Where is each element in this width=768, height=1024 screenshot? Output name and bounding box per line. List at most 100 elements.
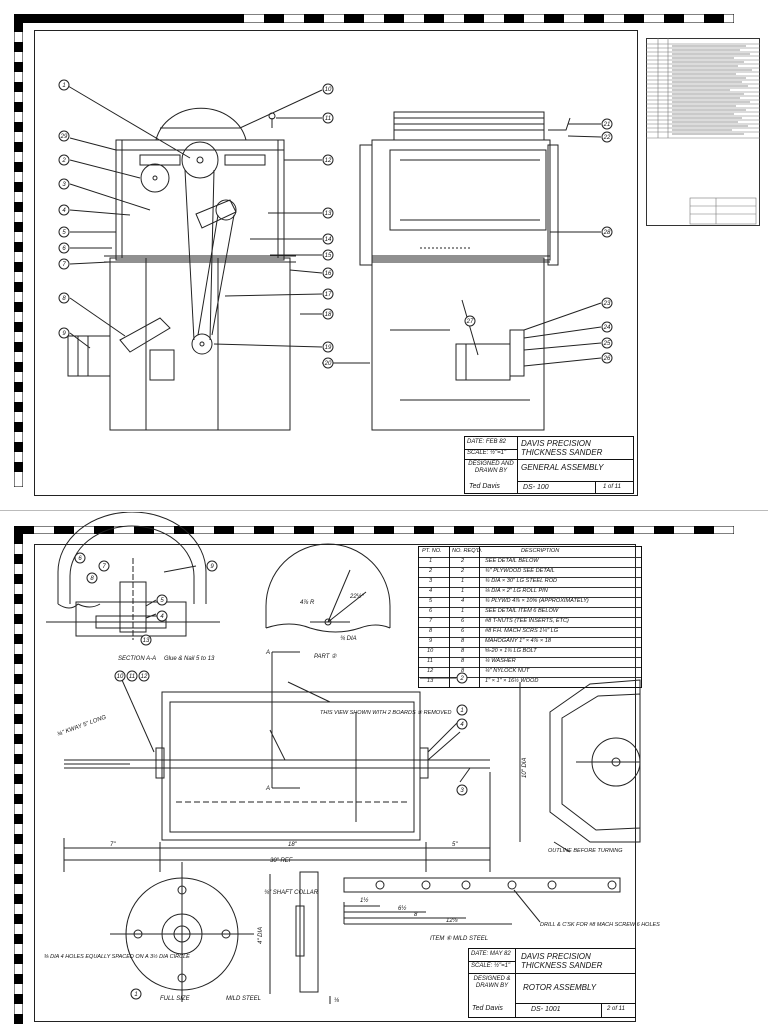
dim-4-dia: 4" DIA [258, 927, 264, 944]
tb-divider [517, 481, 633, 482]
dim-10-dia: 10" DIA [522, 758, 528, 778]
balloon-label: 18 [325, 312, 332, 318]
dia-label: ¾ DIA [340, 636, 357, 642]
balloon-label: 9 [210, 564, 214, 570]
drawing-title: GENERAL ASSEMBLY [521, 463, 604, 472]
drawing-border [34, 30, 638, 496]
designed-by-label: DESIGNED & DRAWN BY [473, 976, 511, 989]
balloon-label: 13 [143, 638, 150, 644]
balloon-label: 21 [603, 122, 611, 128]
balloon-label: 6 [62, 246, 66, 252]
designed-by-label: DESIGNED AND DRAWN BY [468, 461, 514, 474]
balloon-label: 12 [141, 674, 148, 680]
tb-divider [515, 1003, 635, 1004]
outline-note: OUTLINE BEFORE TURNING [548, 848, 623, 854]
top-scale-ruler [14, 14, 734, 23]
balloon-label: 1 [134, 992, 137, 998]
balloon-label: 27 [466, 319, 474, 325]
balloon-label: 11 [129, 674, 135, 680]
column-divider [449, 547, 450, 687]
product-name-line1: DAVIS PRECISION [521, 952, 591, 961]
balloon-label: 4 [62, 208, 66, 214]
designer-name: Ted Davis [472, 1005, 503, 1012]
shaft-collar-note: ¾" SHAFT COLLAR [264, 890, 319, 896]
dim-30-ref: 30" REF [270, 858, 293, 864]
page-separator [0, 510, 768, 511]
dim-7: 7" [110, 842, 116, 848]
balloon-label: 9 [62, 331, 66, 337]
dim-6-5: 6½ [398, 905, 406, 912]
section-marker: A [265, 650, 270, 656]
tb-divider [517, 437, 518, 493]
balloon-label: 28 [603, 230, 611, 236]
balloon-label: 2 [459, 676, 464, 682]
balloon-label: 10 [117, 674, 124, 680]
balloon-label: 22 [603, 135, 611, 141]
balloon-label: 5 [160, 598, 164, 604]
balloon-label: 6 [78, 556, 82, 562]
balloon-label: 13 [325, 211, 332, 217]
balloon-label: 2 [61, 158, 66, 164]
tb-divider [517, 459, 633, 460]
dim-12: 12⅞ [446, 918, 458, 924]
balloon-label: 7 [62, 262, 66, 268]
date-field: DATE: FEB 82 [467, 439, 506, 445]
column-divider [479, 547, 480, 687]
drawing-number: DS- 100 [523, 484, 549, 491]
keyway-note: ⅛" KWAY 5" LONG [57, 714, 108, 737]
item6-label: ITEM ⑥ MILD STEEL [430, 935, 488, 942]
balloon-label: 14 [325, 237, 332, 243]
date-field: DATE: MAY 82 [471, 951, 511, 957]
header-pt-no: PT. NO. [422, 548, 442, 554]
header-description: DESCRIPTION [521, 548, 560, 554]
dim-8: 8 [414, 912, 418, 918]
balloon-label: 26 [603, 356, 611, 362]
glue-note: Glue & Nail 5 to 13 [164, 656, 215, 662]
balloon-label: 3 [62, 182, 66, 188]
scale-field: SCALE: ½"=1" [471, 963, 511, 969]
dim-1-5: 1½ [360, 897, 368, 904]
scale-field: SCALE: ½"=1" [467, 450, 507, 456]
left-scale-ruler [14, 534, 23, 1024]
section-marker: A [265, 786, 270, 792]
radius-label: 4⅞ R [300, 600, 315, 606]
mild-steel-label: MILD STEEL [226, 996, 261, 1002]
balloon-label: 3 [460, 788, 464, 794]
balloon-label: 11 [325, 116, 331, 122]
drill-note: DRILL & C'SK FOR #8 MACH SCREW 6 HOLES [540, 922, 660, 928]
angle-label: 22½° [349, 593, 365, 600]
balloon-label: 8 [62, 296, 66, 302]
balloon-label: 25 [603, 341, 611, 347]
product-name-line2: THICKNESS SANDER [521, 961, 603, 970]
drawing-number: DS- 1001 [531, 1006, 561, 1013]
balloon-label: 20 [324, 361, 332, 367]
balloon-label: 17 [325, 292, 332, 298]
product-name-line2: THICKNESS SANDER [521, 448, 603, 457]
view-note: THIS VIEW SHOWN WITH 2 BOARDS ⑨ REMOVED [320, 709, 451, 716]
balloon-label: 19 [325, 345, 332, 351]
tb-divider [469, 961, 515, 962]
balloon-label: 16 [325, 271, 332, 277]
balloon-label: 1 [62, 83, 65, 89]
tb-divider [601, 1003, 602, 1017]
dim-eighth: ⅛ [334, 998, 339, 1004]
tb-divider [515, 973, 635, 974]
tb-divider [595, 481, 596, 493]
balloon-label: 23 [603, 301, 611, 307]
balloon-label: 7 [102, 564, 106, 570]
balloon-label: 4 [160, 614, 164, 620]
drawing-title: ROTOR ASSEMBLY [523, 983, 597, 992]
tb-divider [469, 973, 515, 974]
part-label: PART ② [314, 653, 337, 660]
